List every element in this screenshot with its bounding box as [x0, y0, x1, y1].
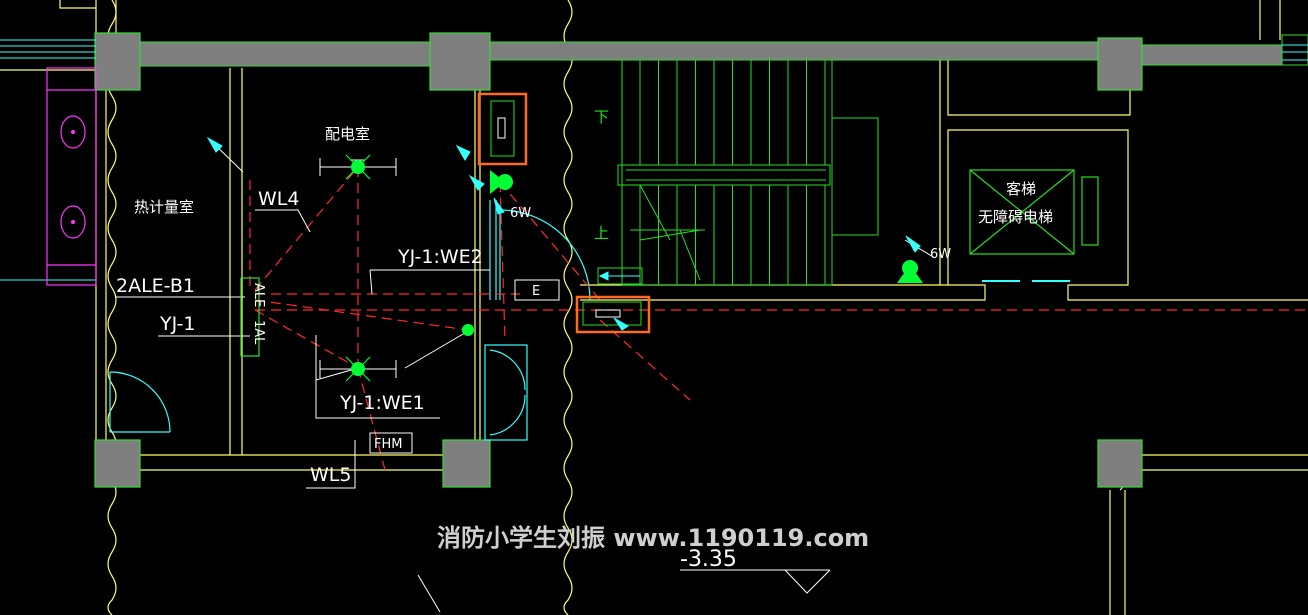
sink-fixtures	[46, 67, 97, 286]
label-heat-meter-room: 热计量室	[134, 198, 194, 216]
label-elevator-line2: 无障碍电梯	[978, 208, 1053, 226]
label-yj1-we2: YJ-1:WE2	[397, 246, 483, 268]
distribution-panel	[240, 277, 260, 357]
columns	[94, 32, 1143, 488]
doors	[109, 200, 591, 441]
label-wl4: WL4	[258, 188, 299, 210]
label-2ale-b1: 2ALE-B1	[116, 275, 195, 297]
label-yj1: YJ-1	[159, 313, 195, 335]
break-lines	[107, 0, 1124, 615]
label-wl5: WL5	[310, 464, 351, 486]
label-elevator-line1: 客梯	[1006, 180, 1036, 198]
label-panel-ale: ALE	[251, 283, 266, 307]
leader-lines	[115, 139, 936, 613]
label-exit-e: E	[532, 284, 540, 299]
label-distribution-room: 配电室	[325, 125, 370, 143]
label-lamp-6w-b: 6W	[930, 247, 951, 262]
label-yj1-we1: YJ-1:WE1	[339, 392, 425, 414]
watermark: 消防小学生刘振 www.1190119.com	[437, 524, 869, 552]
label-elevation: -3.35	[680, 547, 737, 572]
label-lamp-6w-a: 6W	[510, 206, 531, 221]
label-down: 下	[594, 108, 609, 126]
dashed-wiring	[249, 166, 1308, 471]
fixture-cross	[345, 154, 371, 382]
highlighted-exit-signs	[477, 92, 651, 334]
elevator-shaft	[969, 169, 1099, 255]
left-duct-lines	[0, 39, 1308, 281]
label-panel-sub: 1AL	[251, 320, 266, 345]
cyan-arrows	[206, 136, 921, 331]
label-up: 上	[594, 224, 609, 242]
staircase	[597, 59, 879, 286]
label-fhm: FHM	[374, 437, 402, 452]
